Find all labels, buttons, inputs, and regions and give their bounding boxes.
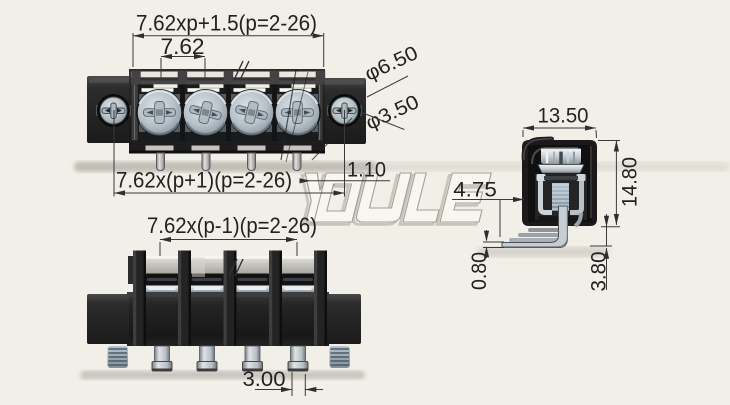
svg-text:1.10: 1.10 [347, 159, 386, 182]
svg-text:4.75: 4.75 [453, 179, 497, 202]
svg-text:7.62x(p+1)(p=2-26): 7.62x(p+1)(p=2-26) [116, 168, 292, 193]
svg-text:13.50: 13.50 [538, 104, 589, 128]
svg-text:7.62xp+1.5(p=2-26): 7.62xp+1.5(p=2-26) [136, 11, 317, 36]
svg-text:14.80: 14.80 [619, 157, 642, 207]
svg-text:3.00: 3.00 [243, 368, 286, 391]
svg-text:3.80: 3.80 [588, 252, 611, 292]
svg-text:0.80: 0.80 [468, 252, 491, 290]
svg-text:7.62x(p-1)(p=2-26): 7.62x(p-1)(p=2-26) [147, 213, 317, 238]
